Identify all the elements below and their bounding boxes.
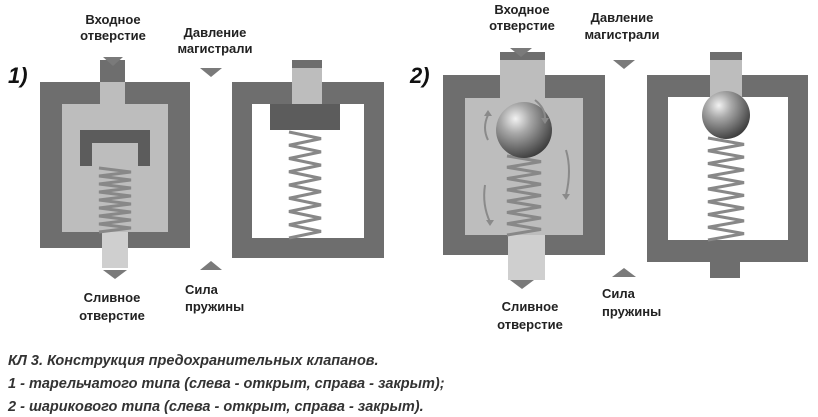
poppet-valve-open <box>40 60 190 268</box>
spring-force-label: пружины <box>602 304 661 319</box>
poppet-disc <box>270 104 340 130</box>
caption-line-2: 2 - шарикового типа (слева - открыт, спр… <box>7 399 424 415</box>
inlet-channel-fluid <box>100 82 125 104</box>
caption: КЛ 3. Конструкция предохранительных клап… <box>7 353 445 415</box>
inlet-channel-fluid <box>500 60 545 98</box>
inlet-label: отверстие <box>80 28 146 43</box>
spring <box>506 154 542 237</box>
ball-valve-open <box>443 52 605 280</box>
panel-2: 2) <box>409 2 808 332</box>
spring-force-arrow-icon <box>612 268 636 277</box>
inlet-label: Входное <box>85 12 140 27</box>
drain-channel-fluid <box>508 235 545 280</box>
drain-label: Сливное <box>84 290 141 305</box>
valve-housing <box>647 52 808 278</box>
drain-arrow-icon <box>510 280 534 289</box>
line-pressure-arrow-icon <box>200 68 222 77</box>
flow-arrows <box>483 99 570 223</box>
spring <box>707 136 745 242</box>
valve-ball <box>702 91 750 139</box>
drain-label: отверстие <box>497 317 563 332</box>
caption-line-1: 1 - тарельчатого типа (слева - открыт, с… <box>8 376 445 392</box>
panel-1: 1) Входное отверстие Давление магистрали <box>8 12 384 323</box>
drain-arrow-icon <box>103 270 127 279</box>
spring-force-label: Сила <box>602 286 636 301</box>
line-pressure-label: магистрали <box>584 27 659 42</box>
inlet-label: отверстие <box>489 18 555 33</box>
inlet-label: Входное <box>494 2 549 17</box>
poppet-valve-closed <box>232 60 384 258</box>
line-pressure-label: магистрали <box>177 41 252 56</box>
panel-2-number: 2) <box>409 63 430 88</box>
drain-label: отверстие <box>79 308 145 323</box>
flow-arrowheads <box>484 110 570 226</box>
poppet-disc <box>80 130 150 166</box>
caption-title: КЛ 3. Конструкция предохранительных клап… <box>8 353 379 369</box>
inlet-channel-fluid <box>710 60 742 97</box>
ball-valve-closed <box>647 52 808 278</box>
inlet-arrow-icon <box>510 48 532 57</box>
line-pressure-arrow-icon <box>613 60 635 69</box>
line-pressure-label: Давление <box>591 10 654 25</box>
drain-channel-fluid <box>102 232 128 268</box>
inlet-arrow-icon <box>103 57 123 66</box>
spring-force-label: пружины <box>185 299 244 314</box>
line-pressure-label: Давление <box>184 25 247 40</box>
inlet-channel-fluid <box>292 68 322 104</box>
spring-force-arrow-icon <box>200 261 222 270</box>
spring <box>288 130 322 240</box>
drain-label: Сливное <box>502 299 559 314</box>
valve-ball <box>496 102 552 158</box>
spring <box>98 166 132 234</box>
panel-1-number: 1) <box>8 63 28 88</box>
spring-force-label: Сила <box>185 282 219 297</box>
